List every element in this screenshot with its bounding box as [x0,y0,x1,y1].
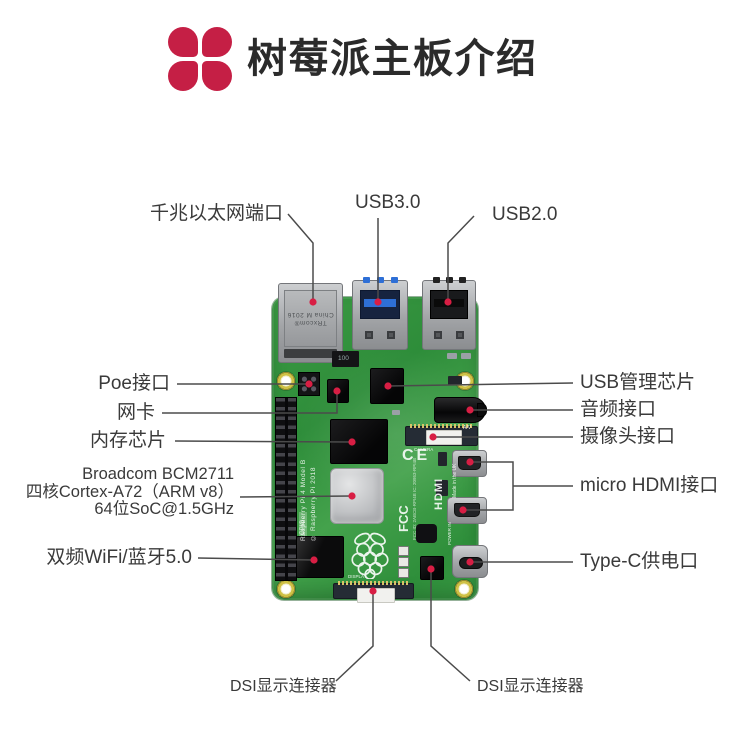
usb2-pin [433,277,440,283]
jumper-pad [398,546,409,556]
usb-vent [387,331,395,339]
connector-pins [410,424,473,428]
ethernet-socket-slot [284,349,337,358]
dsi-connector [333,581,414,603]
mounting-hole [454,579,474,599]
ce-mark: CE [402,447,431,464]
hdmi-mark: HDMI [433,477,445,510]
leader-dsi-left [335,591,374,682]
label-soc: Broadcom BCM2711 四核Cortex-A72（ARM v8） 64… [25,465,234,519]
brand-logo-icon [168,27,232,91]
silk-fcc-id-text: FCC ID: 2ABCB-RPI4B IC: 20953-RPI4B [412,457,417,540]
logo-petal [202,61,232,91]
smd-part [438,452,447,466]
typec-port [452,545,488,578]
logo-petal [202,27,232,57]
hdmi-slot [454,503,480,517]
usb2-pin [446,277,453,283]
usb-controller-chip [370,368,404,404]
connector-latch [357,588,395,603]
usb3-pin [363,277,370,283]
audio-jack [434,397,487,423]
usb2-slot [430,290,468,319]
usb3-slot [360,290,400,319]
inductor: 100 [332,351,359,367]
label-soc-line3: 64位SoC@1.5GHz [94,500,234,518]
usb2-tongue [434,299,464,307]
silk-copyright-text: © Raspberry Pi 2018 [310,466,317,541]
silk-av-text: A/V [463,425,472,431]
label-audio: 音频接口 [580,399,657,420]
usb-vent [456,331,464,339]
label-wifi-bluetooth: 双频WiFi/蓝牙5.0 [46,547,192,568]
smd-part [392,410,400,415]
memory-chip [330,419,388,464]
label-dsi-right: DSI显示连接器 [477,678,584,695]
label-soc-line1: Broadcom BCM2711 [82,465,234,483]
smd-part [448,376,462,385]
silk-display-text: DISPLAY [348,574,367,579]
mounting-hole [276,579,296,599]
logo-petal [168,27,198,57]
silk-camera-text: CAMERA [414,447,434,452]
smd-part [436,480,448,496]
connector-latch [426,430,462,445]
label-camera: 摄像头接口 [580,426,676,447]
smd-part [447,353,457,359]
label-nic: 网卡 [116,402,155,423]
label-typec: Type-C供电口 [580,551,699,572]
jumper-pad [398,557,409,567]
label-gigabit-ethernet: 千兆以太网端口 [149,203,283,224]
typec-slot [459,557,483,569]
connector-pins [338,581,409,585]
usb2-port [422,277,476,350]
usb3-tongue [364,299,396,307]
usb-vent [434,331,442,339]
page-title: 树莓派主板介绍 [247,37,538,81]
label-soc-line2: 四核Cortex-A72（ARM v8） [25,482,234,501]
label-memory: 内存芯片 [89,430,166,451]
silk-gpio-text: GPIO [299,512,307,536]
silk-power-text: POWER IN [447,522,452,545]
fcc-mark: FCC [396,505,411,532]
raspberry-pi-logo-icon [351,532,389,579]
silk-made-in-text: Made in the UK [452,463,458,498]
label-micro-hdmi: micro HDMI接口 [580,475,719,496]
usb-vent [365,331,373,339]
jumper-pad [398,568,409,578]
usb3-pin [377,277,384,283]
mounting-hole [276,371,296,391]
usb2-pin [459,277,466,283]
label-dsi-left: DSI显示连接器 [230,678,337,695]
ethernet-brand-text: TRxcom® China M 2016 [287,311,334,326]
poe-header [298,372,320,396]
audio-jack-barrel [477,403,487,417]
label-poe: Poe接口 [98,373,170,394]
gpio-header [275,397,297,581]
smd-part [461,353,471,359]
usb3-port [352,277,408,350]
usb3-pin [391,277,398,283]
label-usb-controller: USB管理芯片 [580,372,696,393]
logo-petal [168,61,198,91]
wifi-module [296,536,344,578]
hdmi-slot [458,456,481,470]
label-usb2: USB2.0 [492,204,558,225]
pmic-chip [420,556,444,580]
nic-chip [327,379,349,403]
inductor [416,524,437,543]
micro-hdmi-port-1 [447,497,487,524]
soc-chip [330,468,384,524]
label-usb3: USB3.0 [355,192,421,213]
